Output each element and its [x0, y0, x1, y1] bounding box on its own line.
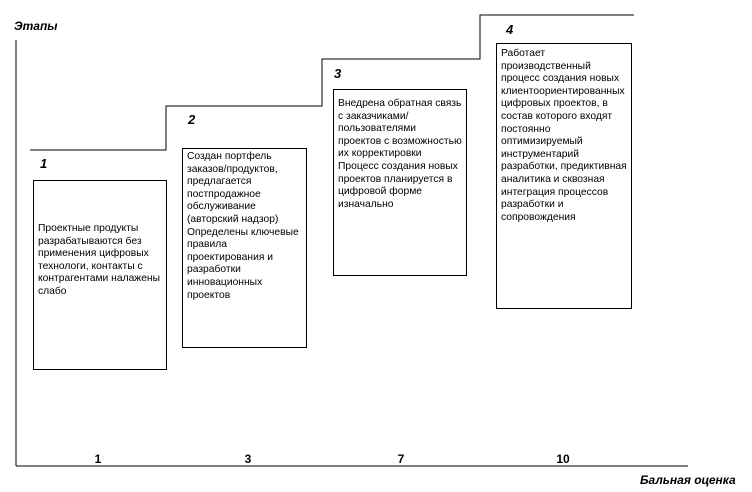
stair-line	[30, 14, 634, 151]
score-2: 3	[244, 452, 252, 466]
stage-3-text-1: Внедрена обратная связь с заказчиками/по…	[338, 98, 462, 160]
score-1: 1	[94, 452, 102, 466]
stage-1-text: Проектные продукты разрабатываются без п…	[38, 223, 161, 297]
stage-2-box: Создан портфель заказов/продуктов, предл…	[182, 148, 307, 348]
x-axis-label: Бальная оценка	[640, 473, 736, 487]
stage-4-text: Работает производственный процесс создан…	[501, 48, 627, 223]
score-3: 7	[397, 452, 405, 466]
stage-3-box: Внедрена обратная связь с заказчиками/по…	[333, 89, 467, 276]
stage-2-text-2: Определены ключевые правила проектирован…	[187, 226, 299, 301]
stage-3-text-2: Процесс создания новых проектов планируе…	[338, 160, 458, 210]
stage-2-number: 2	[188, 112, 196, 127]
stage-4-number: 4	[506, 22, 514, 37]
stage-4-box: Работает производственный процесс создан…	[496, 43, 632, 309]
stage-2-text-1: Создан портфель заказов/продуктов, предл…	[187, 151, 279, 225]
score-4: 10	[556, 452, 570, 466]
stage-3-number: 3	[334, 66, 342, 81]
y-axis-label: Этапы	[14, 19, 58, 33]
stage-1-box: Проектные продукты разрабатываются без п…	[33, 180, 167, 370]
stage-1-number: 1	[40, 156, 48, 171]
